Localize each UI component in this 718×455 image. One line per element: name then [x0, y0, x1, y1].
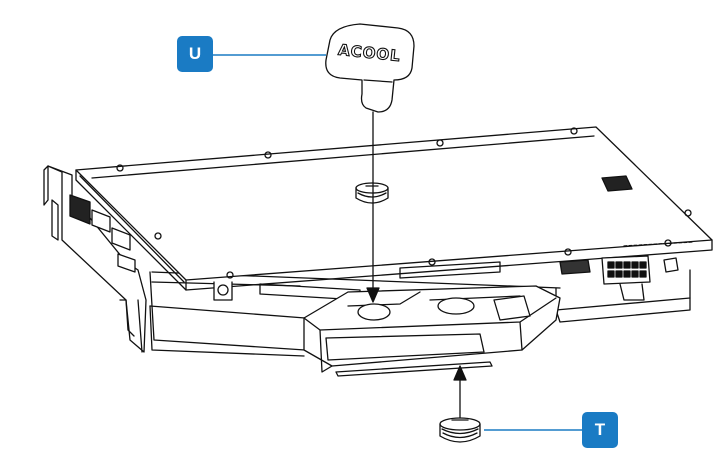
arrow-to-port [366, 111, 380, 303]
backplate [75, 126, 713, 291]
callout-u-badge: U [177, 36, 213, 72]
tool-key [325, 23, 415, 113]
terminal-block [303, 285, 561, 377]
arrow-to-block [453, 365, 467, 419]
port-plug-lower [439, 417, 481, 443]
display-ports [69, 194, 136, 273]
card-base [149, 269, 691, 357]
callout-t-badge: T [582, 412, 618, 448]
port-plug-upper [355, 182, 389, 204]
pcb-components [213, 241, 693, 301]
